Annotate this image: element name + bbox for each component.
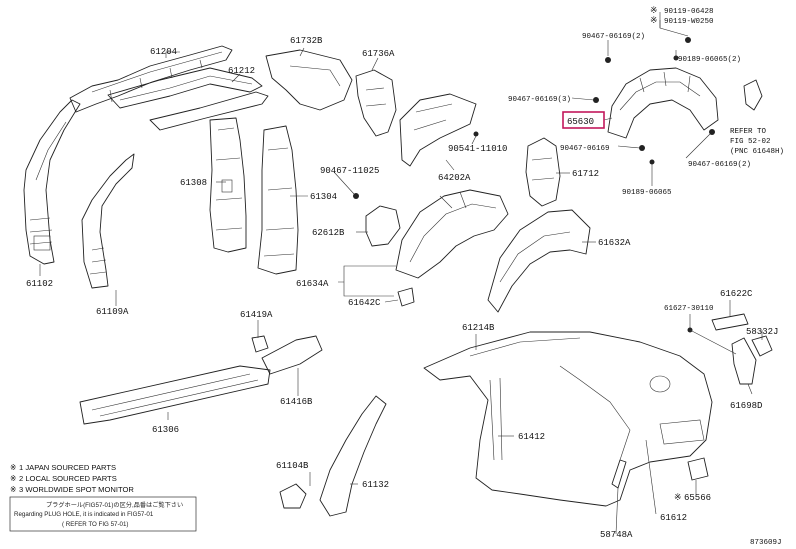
- label-61634A: 61634A: [296, 279, 329, 289]
- label-61698D: 61698D: [730, 401, 762, 411]
- label-61212: 61212: [228, 66, 255, 76]
- label-90467-06169-2a: 90467-06169(2): [582, 33, 645, 41]
- label-61412: 61412: [518, 432, 545, 442]
- part-58748A-trim[interactable]: [611, 459, 627, 489]
- part-61642C-small-bracket[interactable]: [397, 287, 415, 307]
- legend-line-3: 3 WORLDWIDE SPOT MONITOR: [19, 485, 134, 494]
- label-61306: 61306: [152, 425, 179, 435]
- label-61732B: 61732B: [290, 36, 323, 46]
- part-61419A-plug[interactable]: [251, 335, 269, 353]
- part-61634A-wheelhouse-inner[interactable]: [395, 189, 509, 279]
- part-61648H-bracket[interactable]: [743, 79, 763, 111]
- label-90541-11010: 90541-11010: [448, 144, 507, 154]
- label-90119-06428: 90119-06428: [664, 8, 714, 16]
- label-90467-06169-3: 90467-06169(3): [508, 96, 571, 104]
- part-61632A-wheelhouse-outer[interactable]: [487, 209, 591, 313]
- label-90189-06065-2: 90189-06065(2): [678, 56, 741, 64]
- label-64202A: 64202A: [438, 173, 471, 183]
- part-61214B-quarter-panel-outer[interactable]: [423, 331, 713, 507]
- legend-mark-3: ※: [10, 485, 16, 494]
- part-61304-center-pillar-outer[interactable]: [257, 125, 299, 275]
- label-62612B: 62612B: [312, 228, 345, 238]
- label-61104B: 61104B: [276, 461, 309, 471]
- diagram-code: 873609J: [750, 539, 782, 547]
- legend-fine-1: プラグホール(FIG57-01)の区分,品番はご覧下さい: [46, 501, 183, 509]
- label-65630: 65630: [567, 117, 594, 127]
- label-90189-06065: 90189-06065: [622, 189, 672, 197]
- label-61642C: 61642C: [348, 298, 381, 308]
- part-58332J-bracket[interactable]: [751, 335, 773, 357]
- mark-world: ※: [674, 493, 682, 503]
- highlight-box-65630: [562, 111, 605, 129]
- label-61308: 61308: [180, 178, 207, 188]
- legend: ※ 1 JAPAN SOURCED PARTS ※ 2 LOCAL SOURCE…: [9, 463, 197, 532]
- label-61632A: 61632A: [598, 238, 631, 248]
- part-61306-rocker-panel[interactable]: [79, 365, 271, 425]
- label-refer-fig-2: FIG 52-02: [730, 138, 771, 146]
- legend-line-2: 2 LOCAL SOURCED PARTS: [19, 474, 117, 483]
- part-labels: 61204 61212 61732B 61736A 61308 61304 61…: [26, 6, 784, 540]
- label-90119-W0250: 90119-W0250: [664, 18, 714, 26]
- part-61308-center-pillar-inner[interactable]: [209, 117, 247, 253]
- label-61622C: 61622C: [720, 289, 753, 299]
- part-61132-center-pillar-lower[interactable]: [319, 395, 387, 517]
- part-61212-roof-rail-reinforcement[interactable]: [107, 67, 269, 131]
- label-61416B: 61416B: [280, 397, 313, 407]
- legend-fine-2: Regarding PLUG HOLE, it is indicated in …: [14, 511, 154, 518]
- label-61627-30110: 61627-30110: [664, 305, 714, 313]
- leader-lines: [39, 12, 763, 535]
- label-58748A: 58748A: [600, 530, 633, 540]
- label-61612: 61612: [660, 513, 687, 523]
- legend-mark-2: ※: [10, 474, 16, 483]
- part-61104B-bracket[interactable]: [279, 483, 307, 509]
- label-refer-fig-1: REFER TO: [730, 128, 767, 136]
- label-61204: 61204: [150, 47, 177, 57]
- label-90467-11025: 90467-11025: [320, 166, 379, 176]
- label-61102: 61102: [26, 279, 53, 289]
- part-61698D-bracket[interactable]: [731, 337, 757, 385]
- label-58332J: 58332J: [746, 327, 778, 337]
- part-61204-roof-side-rail[interactable]: [69, 45, 233, 113]
- part-61732B-quarter-inner-upper[interactable]: [265, 49, 353, 111]
- label-61736A: 61736A: [362, 49, 395, 59]
- part-61736A-quarter-bracket[interactable]: [355, 69, 397, 137]
- label-90467-06169: 90467-06169: [560, 145, 610, 153]
- mark-local-sourced: ※: [650, 16, 658, 26]
- label-61304: 61304: [310, 192, 337, 202]
- label-61214B: 61214B: [462, 323, 495, 333]
- part-61622C-bracket[interactable]: [711, 313, 749, 331]
- legend-note-box: [9, 496, 197, 532]
- legend-fine-3: ( REFER TO FIG 57-01): [62, 521, 128, 528]
- part-61416B-rocker-reinforcement[interactable]: [261, 335, 323, 375]
- part-64202A-package-tray-bracket[interactable]: [399, 93, 477, 167]
- mark-japan-sourced: ※: [650, 6, 658, 16]
- label-65566: 65566: [684, 493, 711, 503]
- part-65566-bracket[interactable]: [687, 457, 709, 481]
- legend-mark-1: ※: [10, 463, 16, 472]
- label-61419A: 61419A: [240, 310, 273, 320]
- part-61102-front-pillar-outer[interactable]: [23, 99, 81, 265]
- label-61132: 61132: [362, 480, 389, 490]
- label-90467-06169-2b: 90467-06169(2): [688, 161, 751, 169]
- label-61109A: 61109A: [96, 307, 129, 317]
- label-refer-fig-3: (PNC 61648H): [730, 148, 784, 156]
- fasteners: [353, 37, 715, 333]
- part-61109A-front-pillar-lower[interactable]: [81, 153, 135, 289]
- part-61712-quarter-extension[interactable]: [525, 137, 561, 207]
- label-61712: 61712: [572, 169, 599, 179]
- part-65630-rear-wheel-liner[interactable]: [607, 67, 719, 139]
- part-62612B-bracket[interactable]: [365, 205, 401, 247]
- legend-line-1: 1 JAPAN SOURCED PARTS: [19, 463, 116, 472]
